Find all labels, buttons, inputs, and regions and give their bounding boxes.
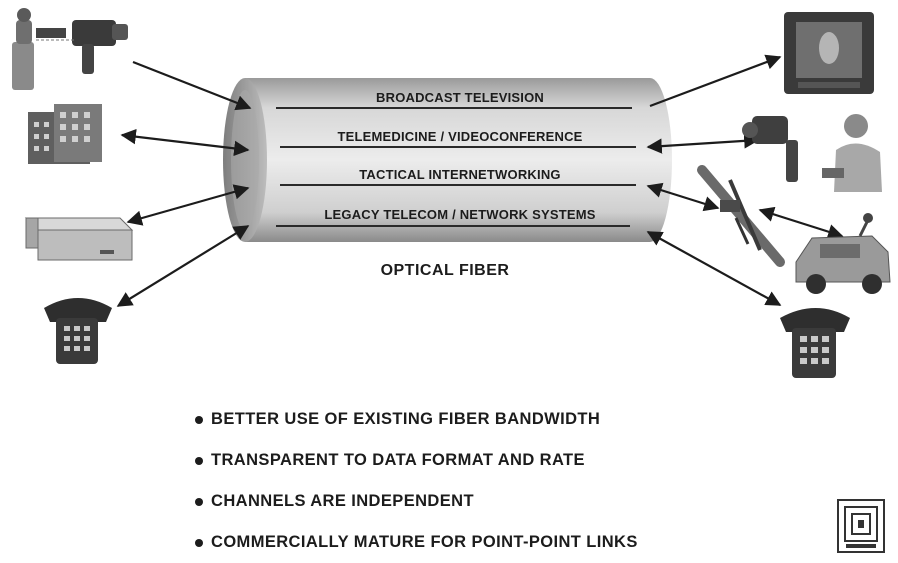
- benefit-text: TRANSPARENT TO DATA FORMAT AND RATE: [211, 451, 585, 469]
- logo-emblem: [837, 499, 885, 553]
- benefit-text: BETTER USE OF EXISTING FIBER BANDWIDTH: [211, 410, 601, 428]
- channel-label-telemedicine: TELEMEDICINE / VIDEOCONFERENCE: [337, 129, 583, 144]
- right-telephone-icon: [780, 308, 850, 378]
- arrow-vehicle: [758, 206, 844, 240]
- television-monitor-icon: [784, 12, 874, 94]
- benefit-item: BETTER USE OF EXISTING FIBER BANDWIDTH: [195, 399, 638, 440]
- network-device-icon: [24, 217, 134, 261]
- benefit-item: TRANSPARENT TO DATA FORMAT AND RATE: [195, 440, 638, 481]
- arrow-left-telephone: [116, 225, 250, 307]
- benefit-item: CHANNELS ARE INDEPENDENT: [195, 481, 638, 522]
- bullet-dot: [195, 415, 203, 424]
- channel-label-tactical-internetworking: TACTICAL INTERNETWORKING: [359, 167, 561, 182]
- military-vehicle-icon: [795, 213, 891, 294]
- arrow-network-device: [126, 184, 250, 226]
- arrow-monitor: [649, 54, 782, 108]
- arrow-building: [120, 128, 250, 157]
- bullet-dot: [195, 497, 203, 506]
- channel-label-legacy-telecom: LEGACY TELECOM / NETWORK SYSTEMS: [324, 207, 596, 222]
- channel-lines: [276, 107, 636, 227]
- bullet-dot: [195, 538, 203, 547]
- bullet-dot: [195, 456, 203, 465]
- benefit-text: COMMERCIALLY MATURE FOR POINT-POINT LINK…: [211, 533, 638, 551]
- telephone-icon: [44, 298, 112, 364]
- benefit-item: COMMERCIALLY MATURE FOR POINT-POINT LINK…: [195, 522, 638, 563]
- benefit-text: CHANNELS ARE INDEPENDENT: [211, 492, 474, 510]
- videoconference-icon: [742, 114, 882, 192]
- link-arrows: [116, 54, 844, 307]
- building-icon: [28, 104, 102, 164]
- arrow-videoconference: [646, 133, 760, 154]
- arrow-right-telephone: [646, 231, 782, 306]
- benefit-list: BETTER USE OF EXISTING FIBER BANDWIDTH T…: [195, 399, 638, 563]
- arrow-camera: [132, 60, 252, 111]
- video-camera-operator-icon: [12, 8, 128, 90]
- optical-fiber-label: OPTICAL FIBER: [380, 262, 510, 279]
- channel-label-broadcast-television: BROADCAST TELEVISION: [376, 90, 544, 105]
- arrow-tactical: [646, 182, 720, 212]
- tactical-antenna-icon: [697, 165, 785, 267]
